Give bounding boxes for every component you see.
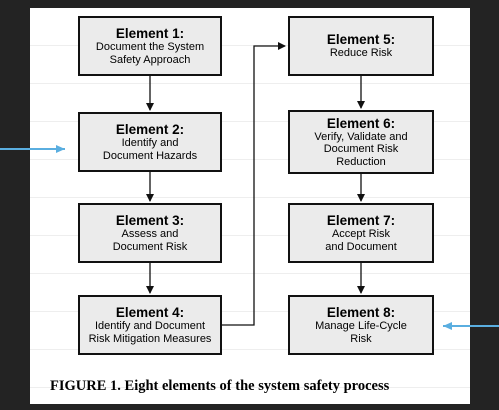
element-3-title: Element 3: — [115, 213, 185, 228]
element-5-description: Reduce Risk — [329, 47, 393, 60]
element-6-title: Element 6: — [326, 115, 396, 131]
figure-caption: FIGURE 1. Eight elements of the system s… — [50, 378, 390, 394]
element-4-title: Element 4: — [115, 305, 185, 320]
element-5-box: Element 5: Reduce Risk — [288, 16, 434, 76]
element-1-title: Element 1: — [115, 26, 185, 41]
slide-title-partial — [28, 0, 468, 8]
element-8-title: Element 8: — [326, 305, 396, 320]
element-5-title: Element 5: — [326, 32, 396, 48]
element-7-title: Element 7: — [326, 213, 396, 228]
element-2-title: Element 2: — [115, 122, 185, 137]
